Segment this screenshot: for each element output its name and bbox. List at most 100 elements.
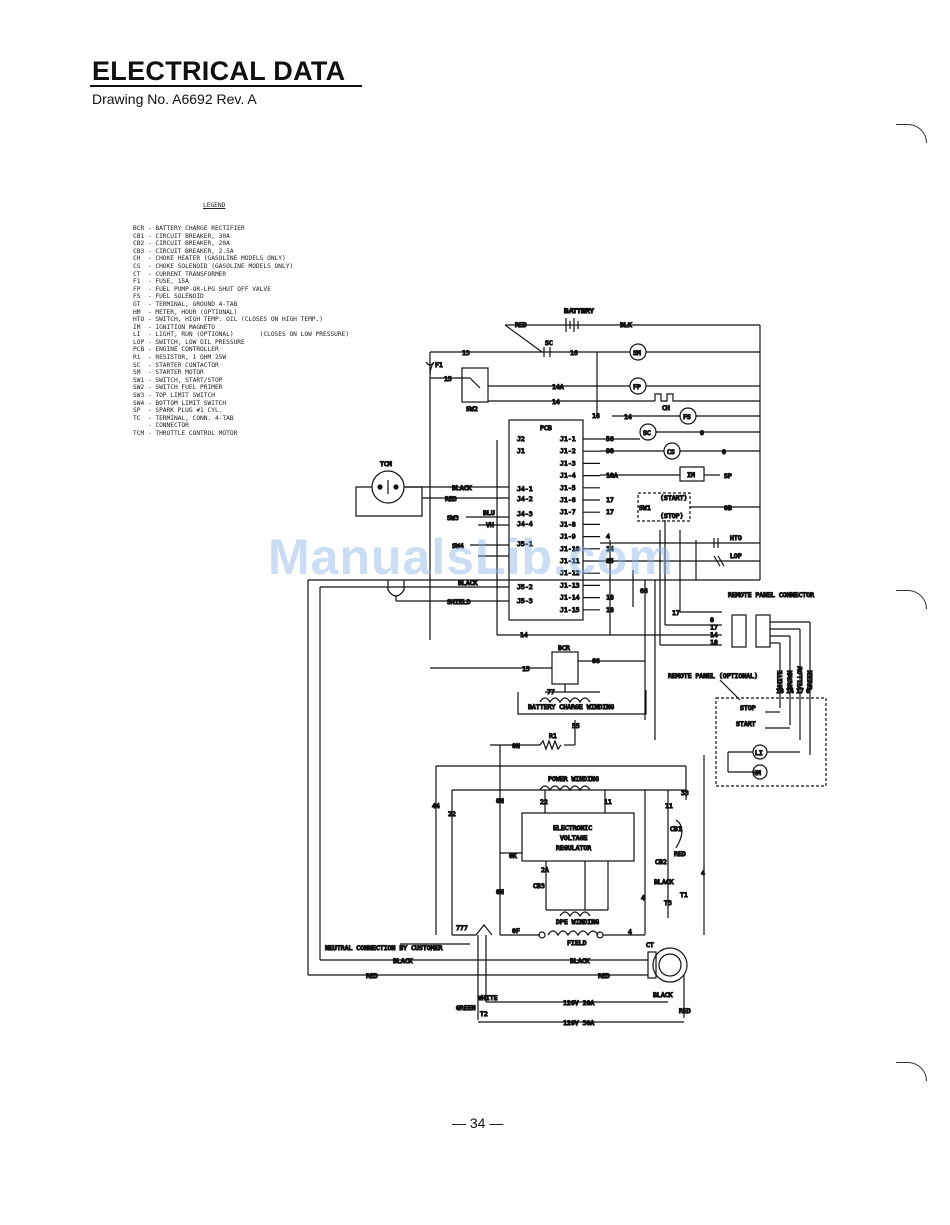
cb2-label: CB2: [655, 858, 667, 866]
j5-black-label: BLACK: [458, 579, 478, 587]
legend-item: PCB - ENGINE CONTROLLER: [133, 346, 219, 354]
fp-label: FP: [633, 383, 641, 391]
wire-0k: 0K: [509, 852, 517, 860]
bcr-label: BCR: [558, 644, 570, 652]
wire-4b: 4: [641, 894, 645, 902]
pcb-terminal-left: J4-1: [517, 485, 533, 493]
legend-item: SP - SPARK PLUG #1 CYL.: [133, 407, 223, 415]
pcb-terminal-right: J1-13: [560, 581, 580, 589]
neutral-black-label: BLACK: [393, 957, 413, 965]
dpe-winding-label: DPE WINDING: [556, 918, 599, 926]
legend-item: LOP - SWITCH, LOW OIL PRESSURE: [133, 338, 245, 346]
im-label: IM: [687, 471, 695, 479]
title-rule: [90, 85, 362, 87]
remote-wire-color: BROWN: [786, 670, 794, 690]
remote-wire-number: 0: [806, 687, 810, 695]
wire-t1: T1: [680, 891, 688, 899]
f1-label: F1: [435, 361, 443, 369]
evr-label-2: VOLTAGE: [560, 834, 587, 842]
v120-30-label: 120V 30A: [563, 1019, 594, 1027]
rp-stop-label: STOP: [740, 704, 756, 712]
evr-box: [521, 812, 635, 862]
page-title: ELECTRICAL DATA: [92, 56, 346, 86]
legend-item: IM - IGNITION MAGNETO: [133, 323, 215, 331]
pcb-terminal-right: J1-2: [560, 447, 576, 455]
pcb-wire-number: 4: [606, 533, 610, 541]
ct-red-label: RED: [598, 972, 610, 980]
pcb-terminal-right: J1-1: [560, 435, 576, 443]
remote-wire-color: YELLOW: [796, 666, 804, 690]
wire-0n: 0N: [512, 742, 520, 750]
legend-item: TC - TERMINAL, CONN. 4-TAB: [133, 414, 234, 422]
im-box: [679, 466, 705, 482]
connector-wire-number: 17: [710, 624, 718, 632]
legend-item: SW3 - TOP LIMIT SWITCH: [133, 392, 215, 400]
pcb-terminal-left: J4-2: [517, 495, 533, 503]
wire-22a: 22: [448, 810, 456, 818]
sc-circle-label: SC: [643, 429, 651, 437]
pcb-terminal-left: J2: [517, 435, 525, 443]
wire-0b: 0: [722, 448, 726, 456]
bcr-box: [551, 651, 579, 685]
page-number: — 34 —: [452, 1115, 504, 1131]
wire-15c: 15: [522, 665, 530, 673]
wire-4: 4: [628, 928, 632, 936]
legend-item: SW1 - SWITCH, START/STOP: [133, 376, 223, 384]
pcb-terminal-right: J1-4: [560, 472, 576, 480]
legend-item: HM - METER, HOUR (OPTIONAL): [133, 308, 238, 316]
legend-item: SW2 - SWITCH FUEL PRIMER: [133, 384, 223, 392]
wire-17c: 17: [672, 609, 680, 617]
sw1-start: (START): [660, 494, 687, 502]
sw4-label: SW4: [452, 542, 464, 550]
power-winding-label: POWER WINDING: [548, 775, 599, 783]
remote-panel-label: REMOTE PANEL (OPTIONAL): [668, 672, 758, 680]
pcb-terminal-left: J5-2: [517, 583, 533, 591]
rp-li-label: LI: [755, 749, 763, 757]
pcb-terminal-right: J1-12: [560, 569, 580, 577]
pcb-wire-number: 17: [606, 496, 614, 504]
sw3-blu-label: BLU: [483, 509, 495, 517]
legend-item: F1 - FUSE, 15A: [133, 278, 189, 286]
wire-t2: T2: [480, 1010, 488, 1018]
legend-heading: LEGEND: [203, 202, 226, 210]
wire-11a: 11: [604, 798, 612, 806]
cb1-label: CB1: [670, 825, 682, 833]
cb3-label: CB3: [533, 882, 545, 890]
sp-label: SP: [724, 472, 732, 480]
legend-item: HTO - SWITCH, HIGH TEMP. OIL (CLOSES ON …: [133, 316, 323, 324]
legend-item: CB3 - CIRCUIT BREAKER, 2.5A: [133, 247, 234, 255]
wire-11b: 11: [665, 802, 673, 810]
wire-44: 44: [432, 802, 440, 810]
fs-label: FS: [683, 413, 691, 421]
pcb-box: [508, 419, 584, 621]
remote-wire-color: WHITE: [776, 670, 784, 690]
sm-label: SM: [633, 349, 641, 357]
tcm-black-label: BLACK: [452, 484, 472, 492]
wire-14c: 14: [520, 631, 528, 639]
connector-right: [755, 614, 771, 648]
connector-wire-number: 18: [710, 639, 718, 647]
neutral-red-label: RED: [366, 972, 378, 980]
green-label: GREEN: [456, 1004, 476, 1012]
pcb-terminal-right: J1-7: [560, 508, 576, 516]
remote-panel-box: [715, 697, 827, 787]
out-black-label: BLACK: [653, 991, 673, 999]
pcb-terminal-right: J1-11: [560, 557, 580, 565]
rp-hm-label: HM: [753, 769, 761, 777]
legend-item: FS - FUEL SOLENOID: [133, 293, 204, 301]
legend-item: CS - CHOKE SOLENOID (GASOLINE MODELS ONL…: [133, 262, 294, 270]
wire-t3: T3: [664, 899, 672, 907]
legend-item: GT - TERMINAL, GROUND 4-TAB: [133, 300, 238, 308]
wire-0c: 0B: [724, 504, 732, 512]
wire-4c: 4: [701, 869, 705, 877]
drawing-number: Drawing No. A6692 Rev. A: [92, 91, 257, 107]
sw1-label: SW1: [639, 504, 651, 512]
hto-label: HTO: [730, 534, 742, 542]
pcb-label: PCB: [540, 424, 552, 432]
ct-symbol: [652, 947, 688, 983]
legend-item: FP - FUEL PUMP-OR-LPG SHUT OFF VALVE: [133, 285, 271, 293]
legend-item: TCM - THROTTLE CONTROL MOTOR: [133, 430, 238, 437]
remote-wire-number: 14: [786, 687, 794, 695]
